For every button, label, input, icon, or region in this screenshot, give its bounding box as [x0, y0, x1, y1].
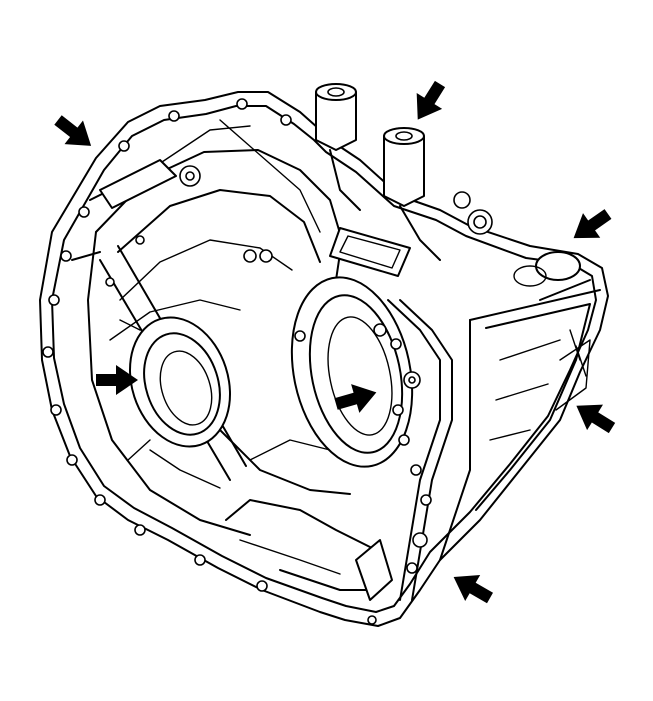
valve-face — [355, 299, 453, 601]
flange-holes — [42, 98, 377, 625]
left-bore — [119, 316, 231, 461]
arrow-icon — [48, 108, 101, 158]
arrow-icon — [446, 564, 498, 611]
arrow-icon — [564, 201, 617, 251]
upper-bosses — [179, 83, 493, 277]
right-face — [439, 251, 601, 561]
arrow-icon — [568, 393, 620, 441]
arrow-icon — [405, 76, 453, 128]
